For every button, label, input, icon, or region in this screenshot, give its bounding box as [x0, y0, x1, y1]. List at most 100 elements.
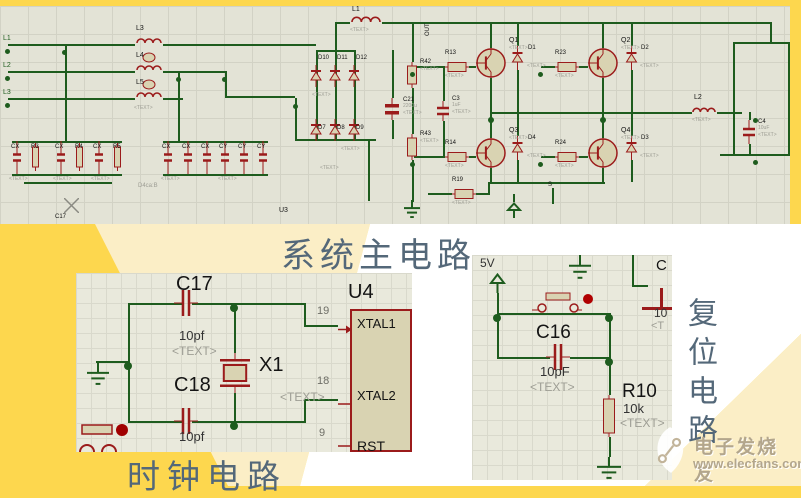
- dot-symbol: [488, 110, 494, 123]
- inductor-L4-symbol: [135, 60, 163, 73]
- schematic-label: <TEXT>: [134, 105, 153, 111]
- schematic-label: 1uF: [452, 102, 461, 108]
- page: { "titles":{"main":"系统主电路","clock":"时钟电路…: [0, 6, 801, 496]
- wire: [163, 71, 225, 73]
- schematic-label: <TEXT>: [312, 92, 331, 98]
- inductor-L5-symbol: [135, 87, 163, 100]
- dot-symbol: [293, 96, 298, 109]
- wire: [488, 182, 490, 194]
- schematic-label: 10: [654, 306, 668, 320]
- watermark-site-text: www.elecfans.com: [693, 456, 801, 471]
- wire: [609, 313, 611, 385]
- wire: [304, 303, 306, 325]
- schematic-label: D4: [528, 135, 536, 141]
- schematic-label: CX: [11, 144, 20, 150]
- main-circuit-title: 系统主电路: [281, 236, 476, 276]
- schematic-label: <TEXT>: [555, 163, 574, 169]
- wire: [24, 182, 112, 184]
- toroid-symbol: [142, 77, 156, 90]
- schematic-label: R3: [31, 144, 39, 150]
- schematic-label: D2: [641, 45, 649, 51]
- wire: [392, 50, 394, 98]
- wire: [8, 44, 135, 46]
- schematic-label: <TEXT>: [555, 73, 574, 79]
- schematic-label: C17: [176, 273, 213, 295]
- schematic-label: RST: [357, 438, 385, 452]
- wire: [631, 160, 633, 182]
- wire: [12, 141, 122, 143]
- schematic-label: R5: [113, 144, 121, 150]
- wire: [192, 303, 304, 305]
- chip-U4-symbol: [350, 309, 412, 452]
- schematic-label: <TEXT>: [218, 176, 237, 182]
- schematic-label: X1: [259, 354, 284, 376]
- wire: [178, 71, 180, 141]
- res-R5-symbol: [113, 143, 122, 171]
- wire: [490, 168, 492, 182]
- schematic-label: C17: [55, 214, 67, 220]
- wire: [497, 293, 499, 315]
- ground-symbol: [403, 200, 421, 219]
- wire: [412, 88, 414, 134]
- wire: [497, 357, 550, 359]
- wire: [234, 303, 236, 353]
- res-R10-symbol: [602, 395, 616, 437]
- cap-C17-symbol: [174, 289, 198, 317]
- schematic-label: 5V: [480, 256, 495, 270]
- schematic-label: <TEXT>: [620, 416, 665, 430]
- wire: [609, 437, 611, 457]
- schematic-label: <TEXT>: [341, 146, 360, 152]
- schematic-label: Q3: [509, 127, 519, 134]
- schematic-label: 10k: [623, 401, 644, 416]
- wire: [443, 121, 445, 156]
- schematic-label: CX: [201, 144, 210, 150]
- no-connect-marker-symbol: [63, 197, 80, 214]
- cap-CX-symbol: [94, 141, 104, 174]
- transistor-Q3-symbol: [476, 138, 506, 168]
- schematic-label: Q4: [621, 127, 631, 134]
- wire: [414, 66, 445, 68]
- schematic-label: <TEXT>: [758, 132, 777, 138]
- res-R43-symbol: [406, 134, 418, 160]
- wire: [96, 361, 128, 363]
- rline-symbol: [313, 216, 413, 219]
- cap-symbol: [239, 141, 249, 174]
- wire: [517, 160, 519, 182]
- wire: [579, 156, 588, 158]
- wire: [490, 182, 605, 184]
- schematic-label: CY: [238, 144, 247, 150]
- wire: [490, 78, 492, 112]
- schematic-label: <TEXT>: [91, 176, 110, 182]
- schematic-label: CY: [257, 144, 266, 150]
- wire: [304, 399, 306, 423]
- diode-D4-symbol: [511, 136, 524, 160]
- diode-D9-symbol: [347, 119, 361, 141]
- cap-symbol: [258, 141, 268, 174]
- dot-symbol: [538, 64, 543, 77]
- schematic-label: R24: [555, 140, 567, 146]
- schematic-label: L3: [3, 89, 11, 96]
- wire: [225, 71, 227, 98]
- schematic-label: <TEXT>: [420, 66, 439, 72]
- schematic-label: Q1: [509, 37, 519, 44]
- crystal-X1-symbol: [219, 353, 251, 393]
- schematic-label: C3: [452, 96, 460, 102]
- schematic-label: U3: [279, 207, 288, 214]
- schematic-label: <TEXT>: [527, 63, 546, 69]
- wire: [12, 174, 122, 176]
- schematic-label: L1: [3, 35, 11, 42]
- diode-D3-symbol: [625, 136, 638, 160]
- schematic-label: <TEXT>: [621, 45, 640, 51]
- schematic-label: Q2: [621, 37, 631, 44]
- wire: [335, 22, 350, 24]
- schematic-label: XTAL1: [357, 316, 396, 331]
- wire: [296, 139, 376, 141]
- wire: [632, 255, 634, 287]
- wire: [552, 188, 554, 204]
- wire: [602, 22, 604, 48]
- watermark: 电子发烧友 www.elecfans.com: [648, 427, 801, 485]
- wire: [631, 70, 633, 112]
- wire: [412, 160, 414, 202]
- button-partial-symbol: [78, 421, 128, 452]
- dot-symbol: [222, 69, 227, 82]
